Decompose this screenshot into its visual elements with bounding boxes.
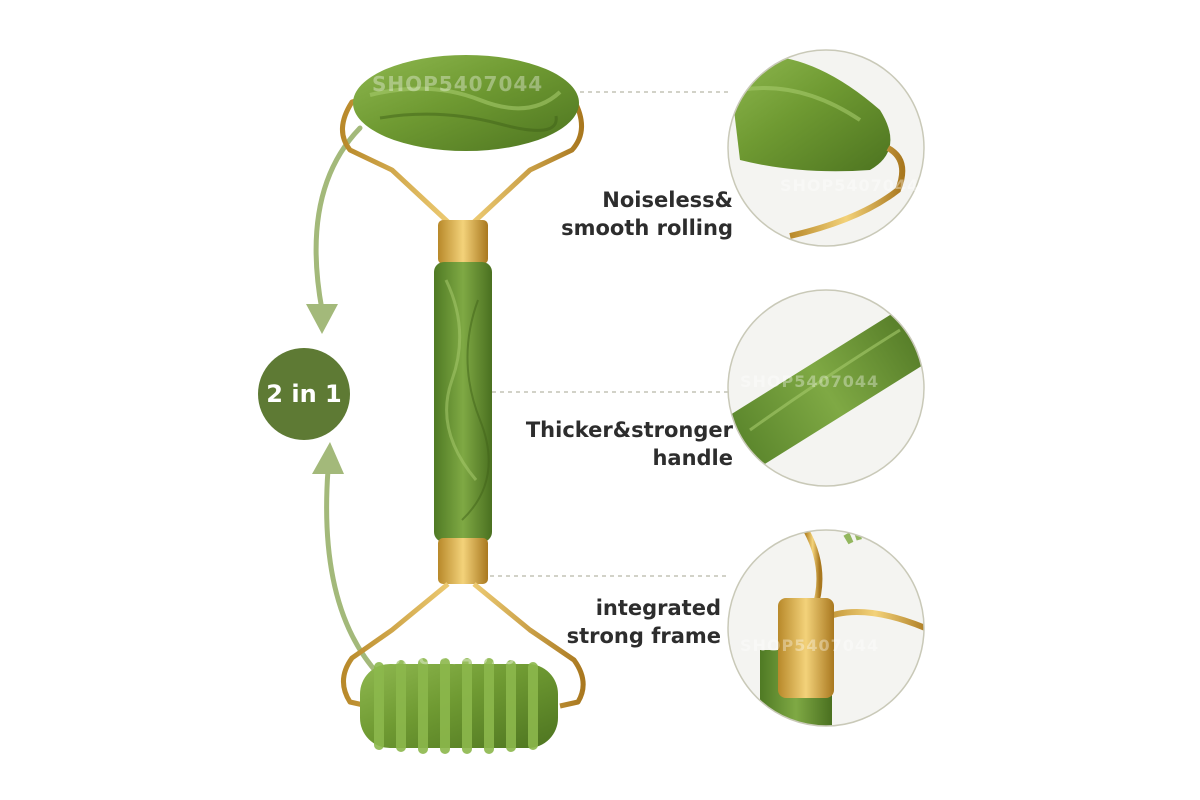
arrow-bottom-head bbox=[312, 442, 344, 474]
bottom-frame bbox=[341, 582, 586, 709]
detail-circle-handle bbox=[728, 290, 924, 486]
feature-label-line: integrated bbox=[595, 596, 721, 620]
feature-label-smooth-rolling: Noiseless& smooth rolling bbox=[561, 186, 733, 242]
watermark-circle-frame: SHOP5407044 bbox=[740, 636, 880, 655]
handle-stone bbox=[434, 262, 492, 542]
feature-label-frame: integrated strong frame bbox=[567, 594, 721, 650]
handle-cap-bottom bbox=[438, 538, 488, 584]
watermark-circle-handle: SHOP5407044 bbox=[740, 372, 880, 391]
detail-circle-roller bbox=[728, 50, 924, 246]
feature-label-line: Noiseless& bbox=[602, 188, 733, 212]
feature-label-line: Thicker&stronger bbox=[525, 418, 733, 442]
arrow-top bbox=[313, 125, 363, 313]
handle-cap-top bbox=[438, 220, 488, 264]
feature-label-line: strong frame bbox=[566, 624, 721, 648]
two-in-one-badge: 2 in 1 bbox=[258, 348, 350, 440]
feature-label-line: handle bbox=[652, 446, 733, 470]
top-roller-stone bbox=[353, 55, 579, 151]
watermark-circle-roller: SHOP5407044 bbox=[780, 176, 920, 195]
feature-label-handle: Thicker&stronger handle bbox=[526, 416, 733, 472]
watermark-top-roller: SHOP5407044 bbox=[372, 72, 544, 96]
watermark-bottom-roller: SHOP5407044 bbox=[388, 648, 544, 669]
arrow-top-head bbox=[306, 304, 338, 334]
bottom-roller-stone bbox=[360, 658, 558, 754]
detail-circle-frame bbox=[728, 530, 924, 726]
leader-lines bbox=[490, 91, 728, 577]
arrow-bottom bbox=[324, 467, 383, 679]
feature-label-line: smooth rolling bbox=[561, 216, 733, 240]
